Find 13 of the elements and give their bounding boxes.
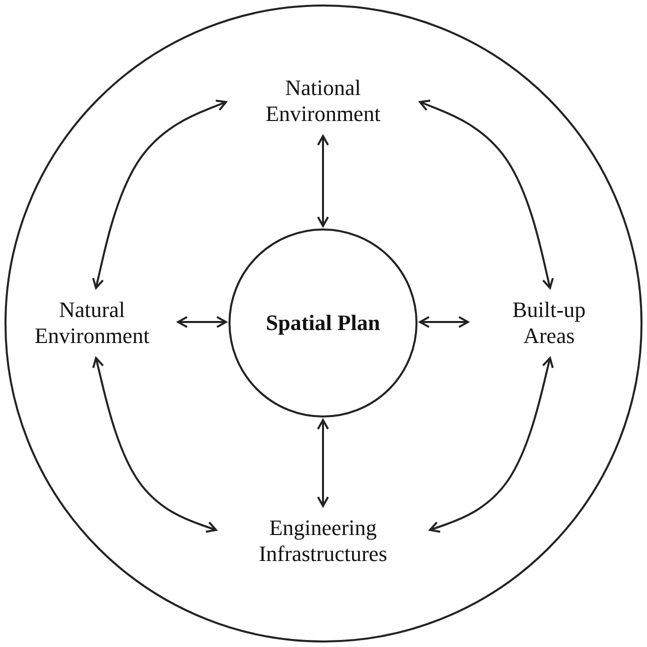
double-arrow [92, 357, 217, 533]
double-arrow [419, 316, 469, 328]
center-label: Spatial Plan [266, 310, 380, 336]
double-arrow [177, 316, 227, 328]
double-arrow [92, 100, 227, 289]
node-label: Built-up Areas [511, 297, 587, 349]
double-arrow [317, 135, 329, 227]
double-arrow [419, 100, 554, 289]
node-label: Engineering Infrastructures [258, 515, 388, 567]
double-arrow [429, 357, 554, 533]
double-arrow [317, 419, 329, 507]
node-label: Natural Environment [34, 297, 150, 349]
node-label: National Environment [264, 75, 382, 127]
